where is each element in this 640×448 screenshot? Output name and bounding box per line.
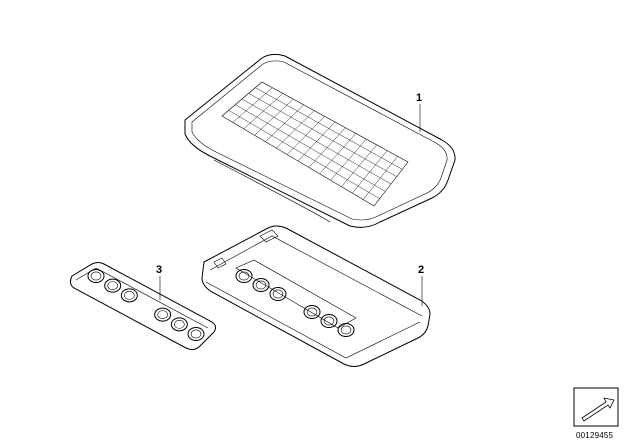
button-hole-inner xyxy=(272,289,284,299)
part-1-cover-plate xyxy=(184,53,456,228)
callout-label-1: 1 xyxy=(416,92,422,104)
callout-3: 3 xyxy=(156,264,162,300)
arrow-icon xyxy=(581,397,615,422)
button-hole xyxy=(104,278,122,293)
button-hole xyxy=(120,288,138,303)
button-hole xyxy=(269,287,287,301)
button-hole-inner xyxy=(255,280,267,290)
button-hole-inner xyxy=(190,329,202,339)
insert-button-holes xyxy=(87,269,205,341)
button-hole xyxy=(170,317,188,332)
button-hole-inner xyxy=(306,307,318,317)
button-hole xyxy=(337,323,355,337)
button-hole-inner xyxy=(90,271,102,281)
button-hole xyxy=(154,307,172,322)
callout-label-2: 2 xyxy=(418,264,424,276)
grille-pattern xyxy=(221,81,409,207)
callout-2: 2 xyxy=(418,264,424,306)
document-id-badge: 00129455 xyxy=(573,387,619,440)
button-hole xyxy=(87,269,105,283)
button-hole xyxy=(252,278,270,292)
part-2-switch-tray xyxy=(201,225,431,367)
tray-button-holes xyxy=(235,269,355,337)
button-hole-inner xyxy=(107,281,118,290)
callout-label-3: 3 xyxy=(156,264,162,276)
button-hole-inner xyxy=(157,310,168,319)
part-3-switch-insert xyxy=(69,262,217,351)
button-hole-inner xyxy=(238,271,250,281)
button-hole-inner xyxy=(340,325,352,335)
button-hole-inner xyxy=(124,291,135,300)
callout-1: 1 xyxy=(416,92,422,132)
button-hole-inner xyxy=(323,316,335,326)
button-hole-inner xyxy=(174,320,185,329)
button-hole xyxy=(187,327,205,341)
button-hole xyxy=(303,305,321,319)
document-id: 00129455 xyxy=(576,431,614,440)
button-hole xyxy=(235,269,253,283)
button-hole xyxy=(320,314,338,328)
